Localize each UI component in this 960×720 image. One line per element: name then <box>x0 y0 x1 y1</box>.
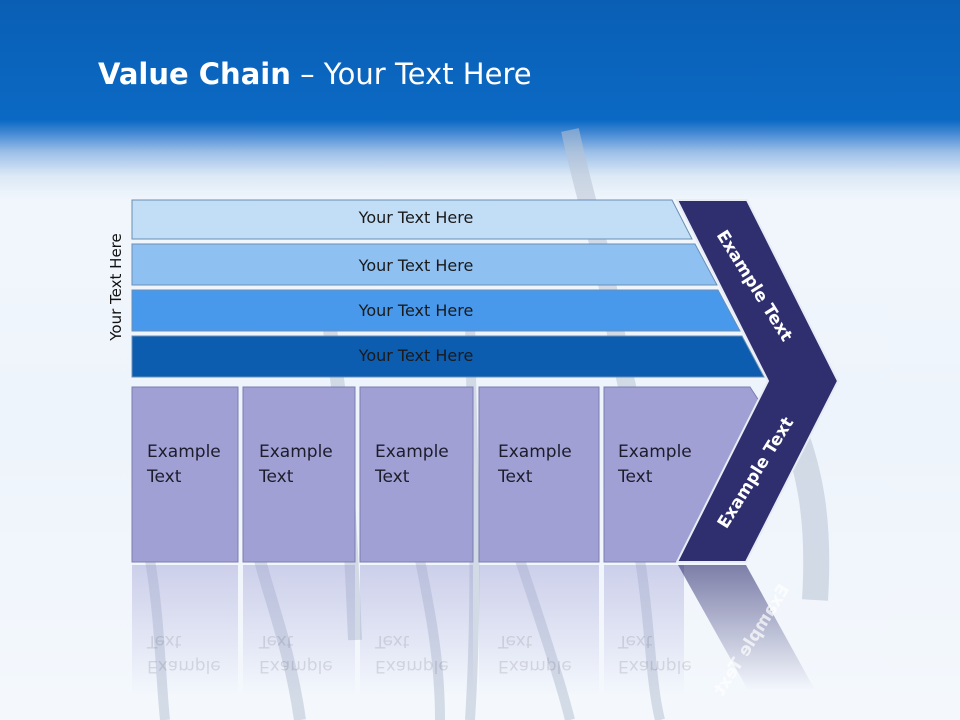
bar-4-label: Your Text Here <box>358 346 474 365</box>
box-2 <box>242 386 356 563</box>
box-4 <box>478 386 600 563</box>
box-3 <box>359 386 474 563</box>
bar-2 <box>131 243 718 286</box>
bar-2-label: Your Text Here <box>358 256 474 275</box>
bar-3-label: Your Text Here <box>358 301 474 320</box>
box-1 <box>131 386 239 563</box>
bar-4 <box>131 335 765 378</box>
side-label: Your Text Here <box>107 233 125 341</box>
slide-title: Value Chain – Your Text Here <box>98 57 532 91</box>
header-band <box>0 0 960 200</box>
bar-3 <box>131 289 741 332</box>
bar-1 <box>131 199 693 240</box>
chevron-arrow <box>675 199 840 563</box>
bar-1-label: Your Text Here <box>358 208 474 227</box>
